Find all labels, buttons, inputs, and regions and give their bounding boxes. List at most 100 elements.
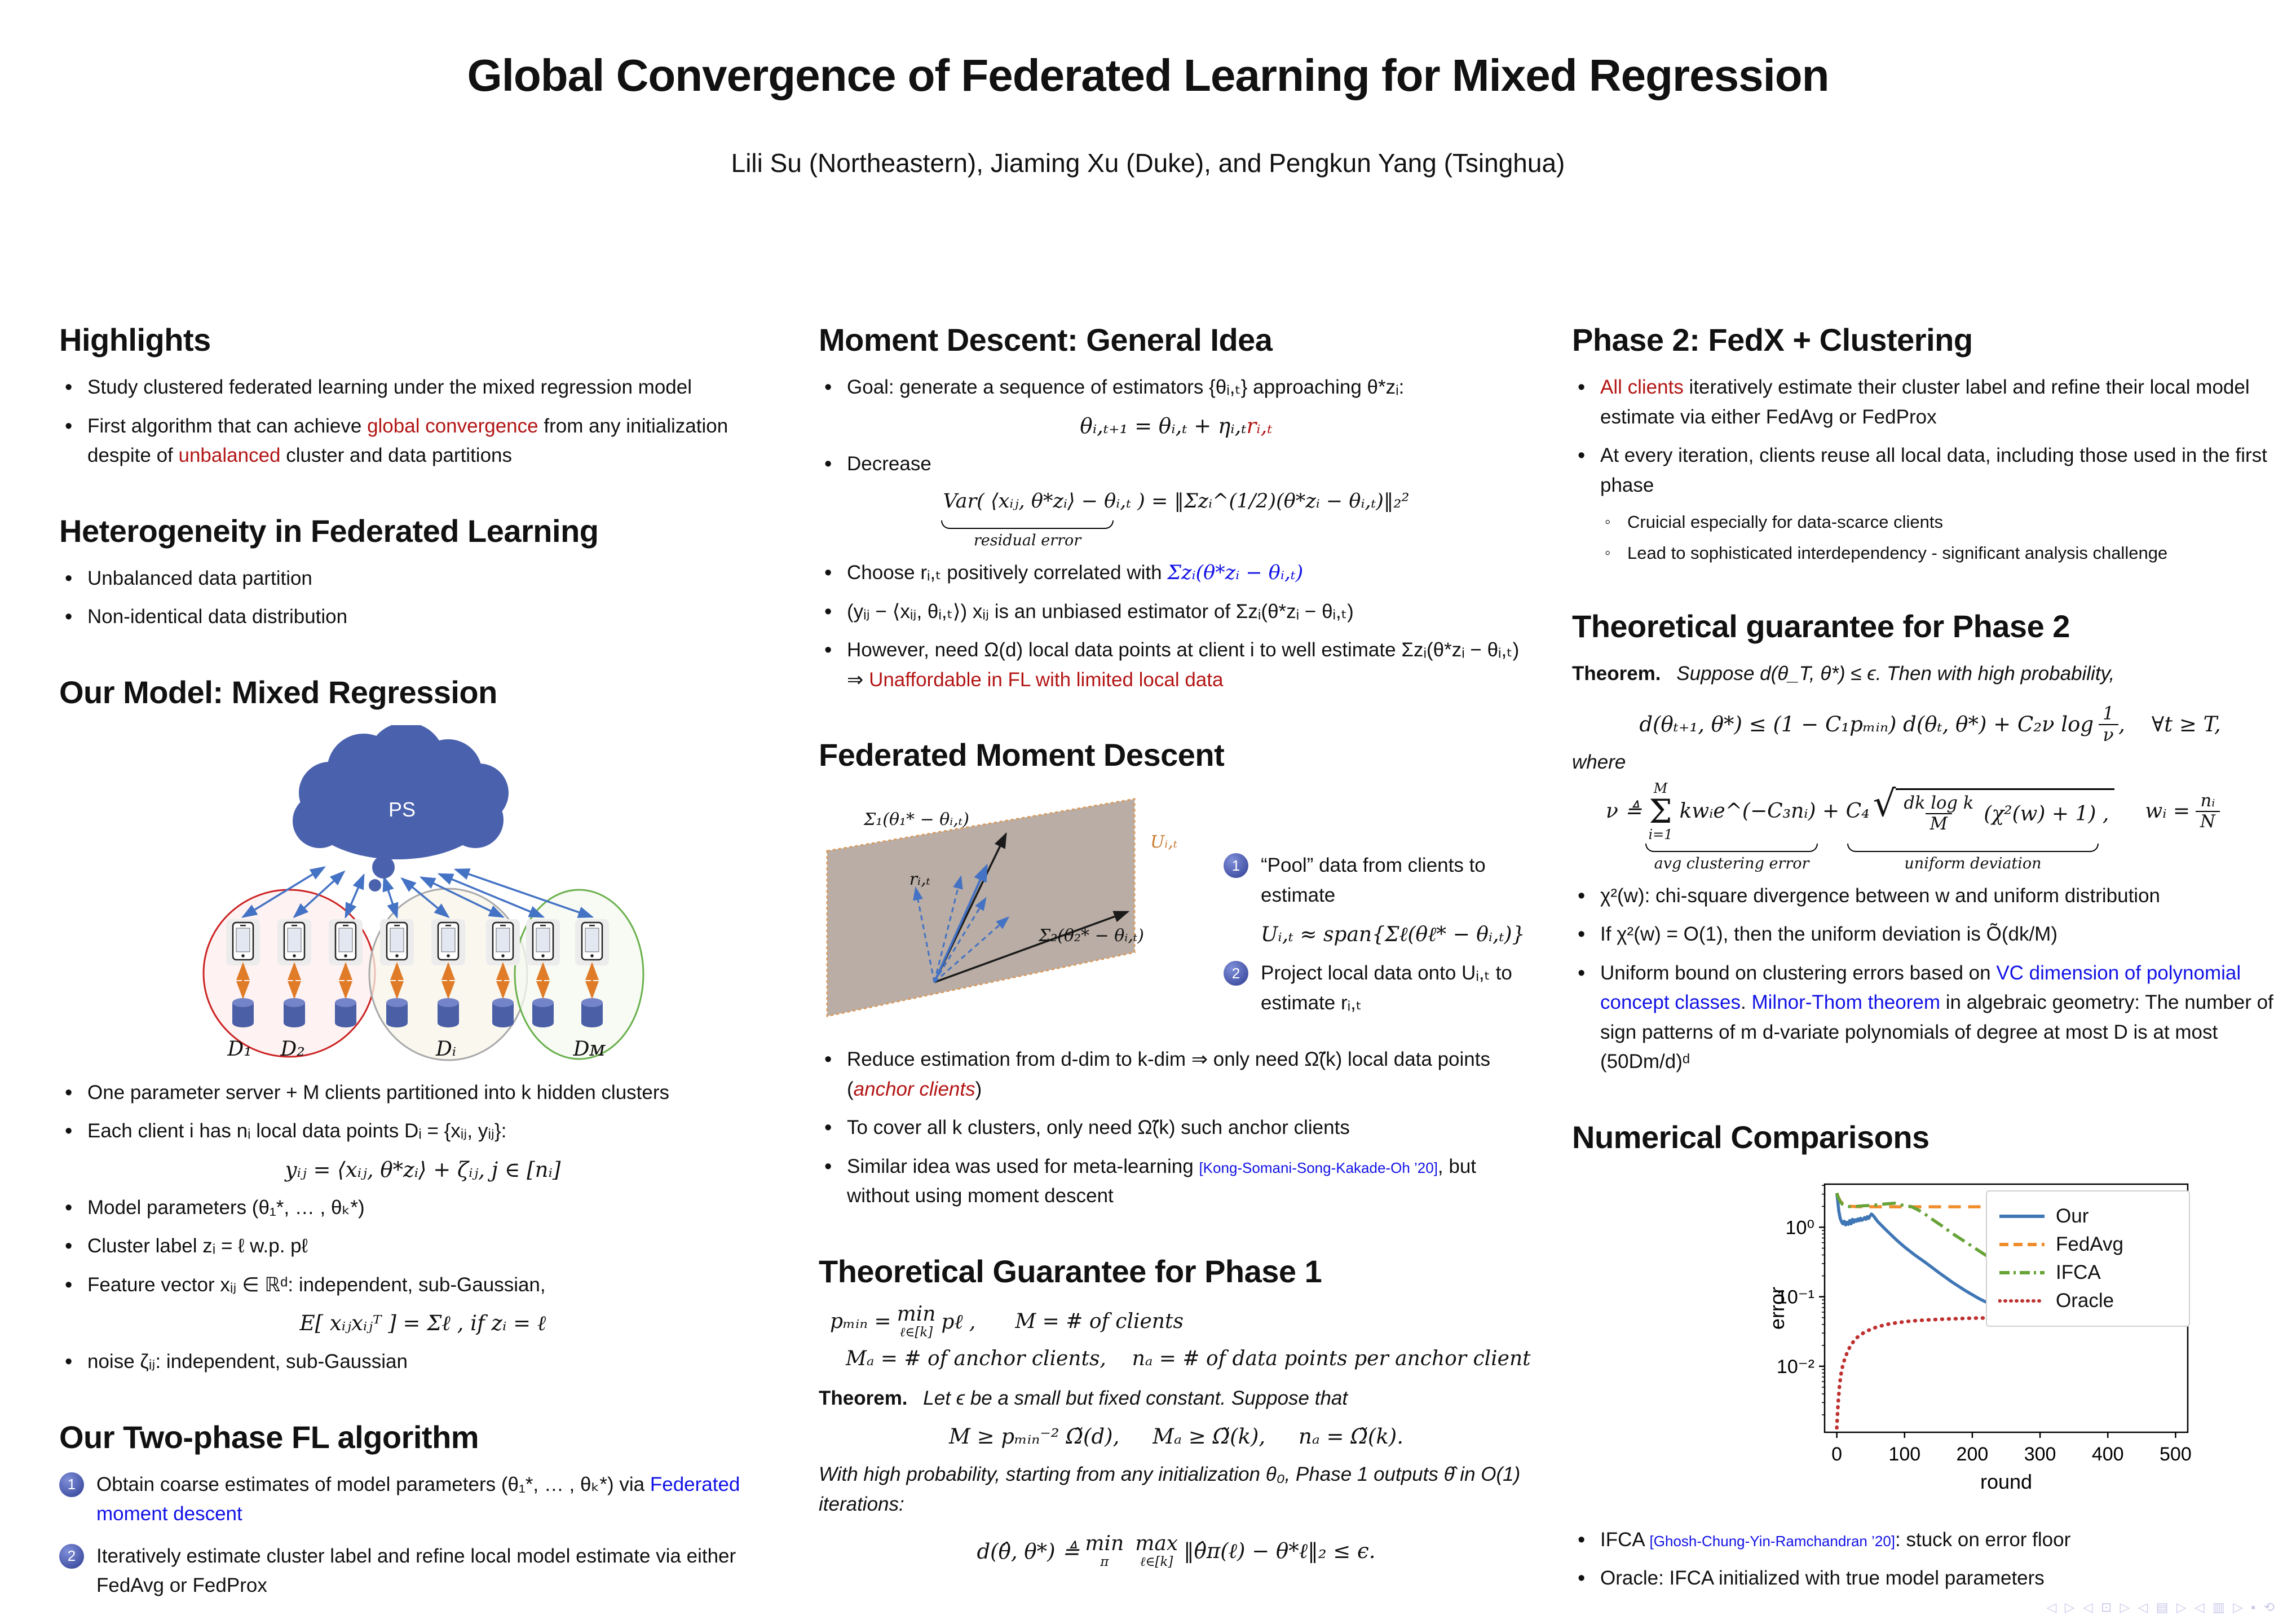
legend-entry: Oracle	[1998, 1290, 2178, 1312]
legend-entry: FedAvg	[1998, 1233, 2178, 1256]
formula-mixed-regression: yᵢⱼ = ⟨xᵢⱼ, θ*zᵢ⟩ + ζᵢⱼ, j ∈ [nᵢ]	[285, 1157, 561, 1182]
link-federated-moment-descent: Federated moment descent	[96, 1473, 740, 1525]
subspace-plane	[826, 798, 1136, 1017]
sub-bullet: Lead to sophisticated interdependency - …	[1601, 540, 2288, 567]
sigma2-label: Σ₂(θ₂* − θᵢ,ₜ)	[1038, 926, 1144, 946]
section-fmd-title: Federated Moment Descent	[819, 737, 1225, 773]
bullet: IFCA [Ghosh-Chung-Yin-Ramchandran ’20]: …	[1572, 1524, 2288, 1556]
legend-label: FedAvg	[2056, 1233, 2123, 1255]
phase1-definitions-2: Mₐ = # of anchor clients, nₐ = # of data…	[846, 1347, 1531, 1370]
sub-bullet: Cruicial especially for data-scarce clie…	[1601, 509, 2288, 536]
bullet: All clients iteratively estimate their c…	[1572, 372, 2288, 432]
alert-text: global convergence	[367, 414, 538, 437]
dataset-label-d2: D₂	[280, 1038, 304, 1061]
bullet: Goal: generate a sequence of estimators …	[819, 372, 1534, 403]
phone-icon	[379, 918, 415, 966]
bullet: One parameter server + M clients partiti…	[59, 1077, 787, 1109]
underbrace	[941, 520, 1114, 529]
residual-error-caption: residual error	[934, 520, 1120, 549]
bullet: First algorithm that can achieve global …	[59, 411, 787, 471]
sigma1-label: Σ₁(θ₁* − θᵢ,ₜ)	[863, 810, 969, 829]
bullet: Cluster label zᵢ = ℓ w.p. pℓ	[59, 1230, 787, 1262]
database-icon	[438, 998, 459, 1027]
algo-step-2: 2 Iteratively estimate cluster label and…	[59, 1542, 787, 1601]
cluster-ellipse-green	[514, 889, 644, 1060]
database-icon	[492, 998, 514, 1027]
svg-text:500: 500	[2160, 1444, 2192, 1465]
bullet: Model parameters (θ₁*, … , θₖ*)	[59, 1192, 787, 1224]
legend-label: Our	[2056, 1204, 2089, 1227]
ps-label: PS	[388, 798, 416, 821]
legend-entry: IFCA	[1998, 1261, 2178, 1284]
client-server-links	[241, 866, 594, 919]
section-numerical-title: Numerical Comparisons	[1572, 1119, 1929, 1155]
svg-text:100: 100	[1888, 1444, 1920, 1465]
database-icon	[284, 998, 305, 1027]
section-phase2-title: Phase 2: FedX + Clustering	[1572, 322, 1973, 358]
svg-text:error: error	[1769, 1287, 1789, 1330]
database-icon	[532, 998, 554, 1027]
bullet: Unbalanced data partition	[59, 563, 787, 594]
left-column: Highlights Study clustered federated lea…	[59, 321, 787, 1613]
fmd-step-1: 1 “Pool” data from clients to estimate	[1224, 851, 1528, 910]
phase2-main-formula: d(θₜ₊₁, θ*) ≤ (1 − C₁pₘᵢₙ) d(θₜ, θ*) + C…	[1639, 703, 2221, 745]
phone-icon	[485, 918, 521, 966]
bullet: Decrease	[819, 448, 1534, 480]
svg-text:300: 300	[2024, 1444, 2056, 1465]
bullet: Similar idea was used for meta-learning …	[819, 1151, 1534, 1211]
section-heterogeneity-title: Heterogeneity in Federated Learning	[59, 513, 599, 549]
model-diagram: PS D₁ D₂ Dᵢ Dᴍ	[202, 725, 644, 1061]
bullet: Uniform bound on clustering errors based…	[1572, 957, 2288, 1077]
formula-span: Uᵢ,ₜ ≈ span{Σℓ(θℓ* − θᵢ,ₜ)}	[1261, 923, 1525, 946]
bullet: Feature vector xᵢⱼ ∈ ℝᵈ: independent, su…	[59, 1269, 787, 1301]
poster-title: Global Convergence of Federated Learning…	[467, 50, 1829, 100]
nu-captions: avg clustering error uniform deviation	[1639, 843, 2288, 872]
cluster-ellipse-red	[202, 889, 376, 1057]
subspace-label: Uᵢ,ₜ	[1150, 832, 1178, 852]
database-icon	[335, 998, 356, 1027]
svg-text:10⁻¹: 10⁻¹	[1777, 1286, 1814, 1308]
bullet: To cover all k clusters, only need Ω̃(k)…	[819, 1112, 1534, 1144]
bullet: noise ζᵢⱼ: independent, sub-Gaussian	[59, 1346, 787, 1378]
bullet: Non-identical data distribution	[59, 601, 787, 633]
r-vector	[933, 863, 988, 983]
sample-vectors	[913, 875, 1010, 983]
subspace-diagram: Σ₁(θ₁* − θᵢ,ₜ) rᵢ,ₜ Σ₂(θ₂* − θᵢ,ₜ) Uᵢ,ₜ	[826, 798, 1178, 1017]
algo-step-1: 1 Obtain coarse estimates of model param…	[59, 1470, 787, 1529]
bullet: (yᵢⱼ − ⟨xᵢⱼ, θᵢ,ₜ⟩) xᵢⱼ is an unbiased e…	[819, 596, 1534, 628]
dataset-label-dm: Dᴍ	[573, 1038, 606, 1061]
phone-icon	[574, 918, 610, 966]
bullet: Choose rᵢ,ₜ positively correlated with Σ…	[819, 557, 1534, 589]
section-theory2-title: Theoretical guarantee for Phase 2	[1572, 608, 2070, 644]
legend-label: IFCA	[2056, 1261, 2101, 1283]
svg-text:10⁰: 10⁰	[1786, 1217, 1814, 1238]
alert-text: unbalanced	[178, 444, 281, 466]
bullet: Each client i has nᵢ local data points D…	[59, 1115, 787, 1147]
phase1-theorem: Theorem. Let ϵ be a small but fixed cons…	[819, 1387, 1348, 1409]
sqrt-sign: √	[1873, 783, 1896, 826]
bullet: At every iteration, clients reuse all lo…	[1572, 440, 2288, 500]
step-1-badge: 1	[59, 1472, 84, 1497]
parameter-server-cloud	[293, 725, 509, 892]
formula-update-rule: θᵢ,ₜ₊₁ = θᵢ,ₜ + ηᵢ,ₜrᵢ,ₜ	[1080, 413, 1273, 438]
formula-covariance: E[ xᵢⱼxᵢⱼᵀ ] = Σℓ , if zᵢ = ℓ	[299, 1311, 546, 1335]
section-moment-descent-title: Moment Descent: General Idea	[819, 322, 1273, 358]
fmd-step-2: 2 Project local data onto Uᵢ,ₜ to estima…	[1224, 959, 1528, 1018]
phase1-outro: With high probability, starting from any…	[819, 1463, 1521, 1515]
svg-text:0: 0	[1831, 1444, 1842, 1465]
bullet: Oracle: IFCA initialized with true model…	[1572, 1563, 2288, 1594]
beamer-nav-symbols[interactable]: ◁ ▷ ◁ ⊡ ▷ ◁ ▤ ▷ ◁ ▥ ▷ ▪ ⟲	[2046, 1600, 2277, 1614]
right-column: Phase 2: FedX + Clustering All clients i…	[1572, 321, 2288, 1603]
formula-variance: Var( ⟨xᵢⱼ, θ*zᵢ⟩ − θᵢ,ₜ ) = ‖Σzᵢ^(1/2)(θ…	[943, 490, 1410, 513]
svg-text:200: 200	[1957, 1444, 1989, 1465]
authors: Lili Su (Northeastern), Jiaming Xu (Duke…	[731, 148, 1565, 178]
section-model-title: Our Model: Mixed Regression	[59, 674, 497, 710]
legend-label: Oracle	[2056, 1289, 2114, 1312]
